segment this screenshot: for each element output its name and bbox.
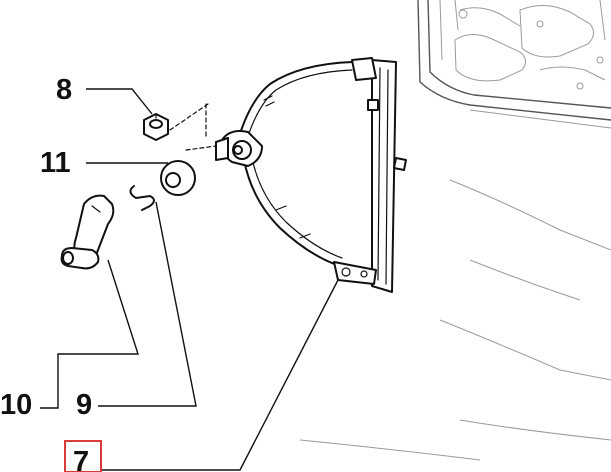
svg-text:8: 8 [56, 74, 72, 106]
callout-8: 8 [56, 74, 72, 106]
callout-7-highlight-box [64, 440, 102, 472]
callout-9: 9 [76, 389, 92, 421]
callout-7: 7 [64, 440, 102, 472]
window-crank-handle [60, 194, 115, 270]
svg-text:7: 7 [73, 446, 89, 472]
assembly-axis [169, 103, 217, 151]
clip-part [129, 185, 155, 211]
leader-lines [40, 88, 339, 471]
window-regulator [215, 57, 407, 293]
washer-part [160, 160, 196, 196]
callout-11: 11 [40, 147, 71, 179]
nut-part [143, 113, 169, 141]
door-lower-outline [299, 179, 611, 461]
door-panel-outline [417, 0, 611, 129]
svg-text:9: 9 [76, 389, 92, 421]
svg-text:11: 11 [40, 147, 71, 179]
callout-10: 10 [0, 389, 32, 421]
svg-text:10: 10 [0, 389, 32, 421]
